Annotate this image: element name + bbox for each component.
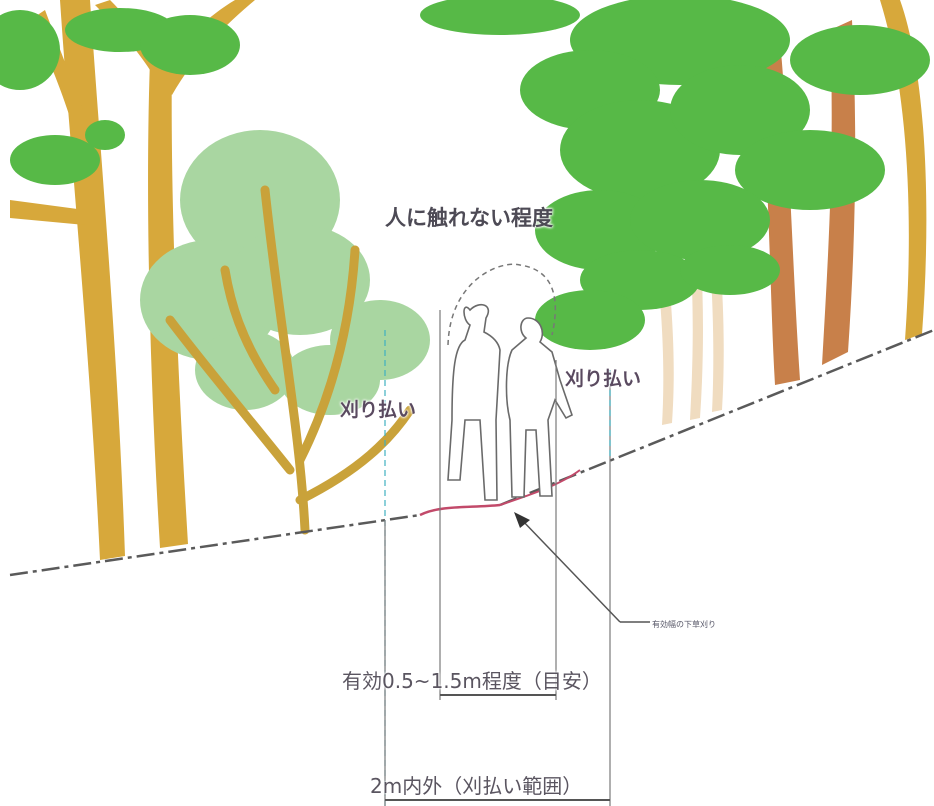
cut-left-label: 刈り払い	[340, 399, 417, 421]
clearance-arc	[447, 263, 557, 346]
note-arrowhead	[514, 512, 530, 528]
cut-right-label: 刈り払い	[565, 368, 642, 390]
undergrowth-note-label: 有効幅の下草刈り	[652, 620, 716, 629]
hiker-2	[505, 317, 573, 498]
outer-guide-lines	[384, 330, 611, 806]
effective-width-label: 有効0.5~1.5m程度（目安）	[342, 669, 602, 693]
right-forest	[420, 0, 930, 425]
upper-slope-fill	[420, 330, 934, 806]
guide-lines	[439, 310, 557, 700]
lower-ground-line	[9, 513, 421, 577]
cream-trunk-2	[660, 290, 674, 425]
tan-trunk-right	[880, 0, 927, 340]
note-leader-line	[519, 517, 621, 623]
left-forest	[0, 0, 430, 560]
hikers	[447, 303, 573, 501]
trail-surface	[419, 503, 501, 517]
no-contact-label: 人に触れない程度	[385, 206, 553, 230]
total-width-label: 2m内外（刈払い範囲）	[370, 774, 583, 798]
hiker-1	[447, 303, 501, 501]
left-branch-1	[10, 200, 85, 225]
